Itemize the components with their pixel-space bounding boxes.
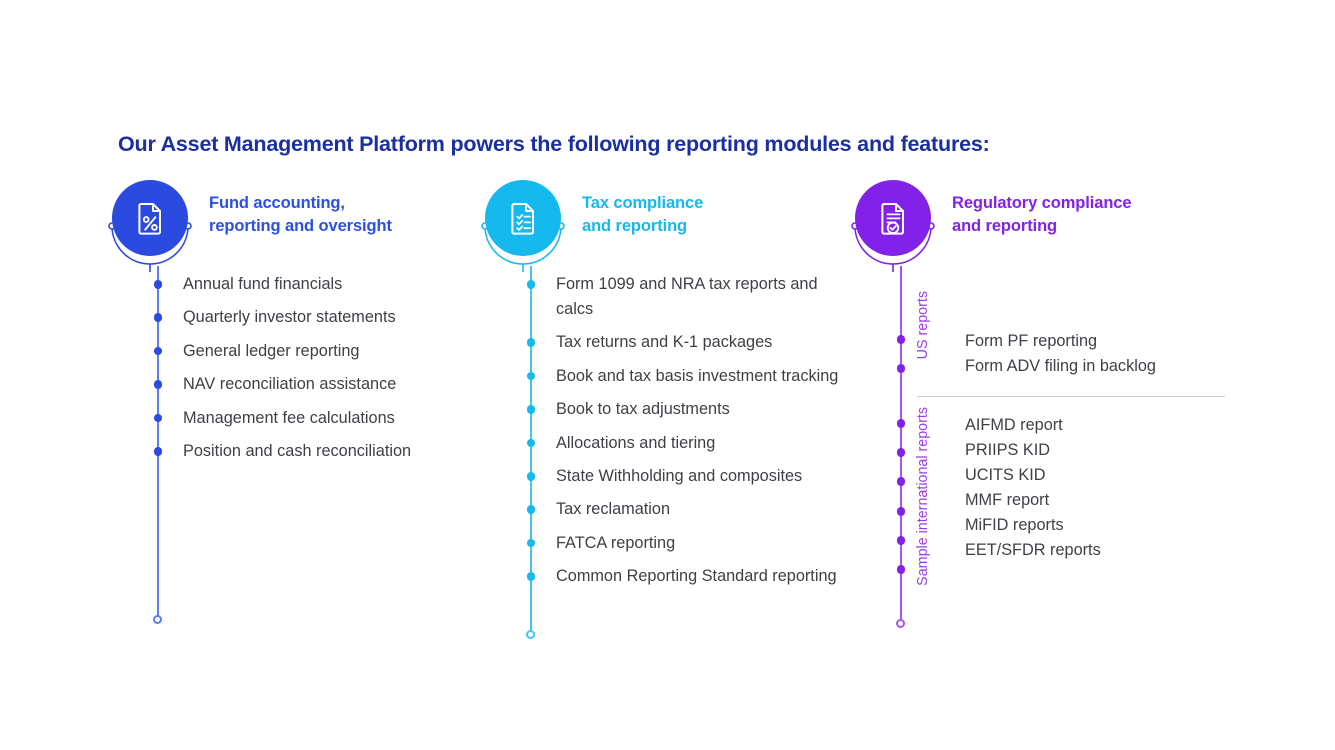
- list-item: Quarterly investor statements: [112, 305, 482, 330]
- list-item-label: Quarterly investor statements: [183, 308, 396, 327]
- list-item: Common Reporting Standard reporting: [485, 564, 845, 589]
- bullet-dot: [526, 280, 535, 289]
- list-item: Tax reclamation: [485, 497, 845, 522]
- bullet-dot: [896, 364, 905, 373]
- bullet-dot: [526, 338, 535, 347]
- bullet-dot: [526, 371, 535, 381]
- bullet-dot: [153, 280, 162, 289]
- checklist-document-icon: [485, 180, 561, 256]
- timeline-end-node: [896, 619, 905, 628]
- column-regulatory-compliance: Regulatory compliance and reporting US r…: [851, 180, 1255, 628]
- list-item-label: Tax reclamation: [556, 500, 671, 519]
- column-heading: Regulatory compliance and reporting: [952, 194, 1132, 235]
- timeline: US reports Form PF reporting Form ADV fi…: [855, 266, 1255, 628]
- column-header: Regulatory compliance and reporting: [851, 180, 1255, 272]
- bullet-dot: [896, 565, 905, 574]
- list-item: AIFMD report: [965, 416, 1063, 434]
- feature-list: Form 1099 and NRA tax reports and calcs …: [485, 272, 845, 589]
- bullet-dot: [896, 335, 905, 344]
- list-item-label: NAV reconciliation assistance: [183, 375, 397, 394]
- list-item: Management fee calculations: [112, 406, 482, 431]
- bullet-dot: [896, 536, 905, 545]
- bullet-dot: [526, 505, 535, 514]
- group-us-reports: US reports Form PF reporting Form ADV fi…: [855, 272, 1255, 407]
- timeline-end-node: [153, 615, 162, 624]
- bullet-dot: [526, 438, 535, 448]
- list-item-label: Form 1099 and NRA tax reports and calcs: [556, 275, 818, 318]
- bullet-dot: [153, 413, 162, 423]
- list-item: Annual fund financials: [112, 272, 482, 297]
- bullet-dot: [526, 538, 535, 548]
- list-item-label: Tax returns and K-1 packages: [556, 333, 773, 352]
- bullet-dot: [896, 477, 905, 486]
- list-item: MMF report: [965, 490, 1050, 509]
- list-item: FATCA reporting: [485, 531, 845, 556]
- timeline-rail: [157, 266, 159, 619]
- timeline-end-node: [526, 630, 535, 639]
- column-tax-compliance: Tax compliance and reporting Form 1099 a…: [481, 180, 845, 639]
- timeline-rail: [900, 266, 902, 623]
- list-item: NAV reconciliation assistance: [112, 372, 482, 397]
- list-item-label: Allocations and tiering: [556, 433, 716, 452]
- international-reports-list: AIFMD report PRIIPS KID UCITS KID MMF re…: [965, 413, 1101, 563]
- percent-document-icon: [112, 180, 188, 256]
- list-item: Form 1099 and NRA tax reports and calcs: [485, 272, 845, 322]
- list-item: State Withholding and composites: [485, 464, 845, 489]
- bullet-dot: [896, 448, 905, 457]
- column-heading: Tax compliance and reporting: [582, 194, 704, 235]
- list-item: Position and cash reconciliation: [112, 439, 482, 464]
- bullet-dot: [526, 472, 535, 481]
- list-item-label: General ledger reporting: [183, 341, 360, 360]
- column-header: Tax compliance and reporting: [481, 180, 845, 272]
- list-item-label: Common Reporting Standard reporting: [556, 567, 837, 586]
- list-item: Form PF reporting: [965, 332, 1098, 350]
- list-item: Tax returns and K-1 packages: [485, 330, 845, 355]
- group-label-us-reports: US reports: [915, 291, 931, 360]
- check-document-icon: [855, 180, 931, 256]
- group-label-sample-international-reports: Sample international reports: [915, 407, 931, 586]
- list-item-label: Book to tax adjustments: [556, 400, 730, 419]
- group-sample-international-reports: Sample international reports AIFMD repor…: [855, 407, 1255, 627]
- list-item: EET/SFDR reports: [965, 540, 1101, 559]
- list-item-label: Position and cash reconciliation: [183, 442, 412, 461]
- list-item: UCITS KID: [965, 465, 1046, 484]
- section-divider: [917, 396, 1225, 397]
- list-item-label: Annual fund financials: [183, 275, 343, 293]
- bullet-dot: [526, 405, 535, 414]
- list-item: General ledger reporting: [112, 339, 482, 364]
- bullet-dot: [153, 447, 162, 456]
- list-item: Allocations and tiering: [485, 431, 845, 456]
- bullet-dot: [896, 419, 905, 428]
- list-item: Book to tax adjustments: [485, 397, 845, 422]
- bullet-dot: [153, 380, 162, 389]
- timeline: Form 1099 and NRA tax reports and calcs …: [485, 266, 845, 639]
- bullet-dot: [526, 572, 535, 581]
- list-item-label: Book and tax basis investment tracking: [556, 366, 839, 385]
- column-fund-accounting: Fund accounting, reporting and oversight…: [108, 180, 482, 624]
- list-item: MiFID reports: [965, 515, 1064, 534]
- column-header: Fund accounting, reporting and oversight: [108, 180, 482, 272]
- timeline: Annual fund financials Quarterly investo…: [112, 266, 482, 624]
- timeline-rail: [530, 266, 532, 634]
- list-item: PRIIPS KID: [965, 440, 1051, 459]
- feature-list: Annual fund financials Quarterly investo…: [112, 272, 482, 464]
- list-item-label: Management fee calculations: [183, 408, 395, 427]
- list-item-label: FATCA reporting: [556, 533, 676, 552]
- bullet-dot: [153, 346, 162, 356]
- page-title: Our Asset Management Platform powers the…: [118, 132, 990, 156]
- bullet-dot: [153, 313, 162, 322]
- list-item: Book and tax basis investment tracking: [485, 364, 845, 389]
- list-item: Form ADV filing in backlog: [965, 356, 1156, 375]
- us-reports-list: Form PF reporting Form ADV filing in bac…: [965, 329, 1156, 379]
- bullet-dot: [896, 507, 905, 516]
- column-heading: Fund accounting, reporting and oversight: [209, 194, 392, 235]
- list-item-label: State Withholding and composites: [556, 467, 803, 486]
